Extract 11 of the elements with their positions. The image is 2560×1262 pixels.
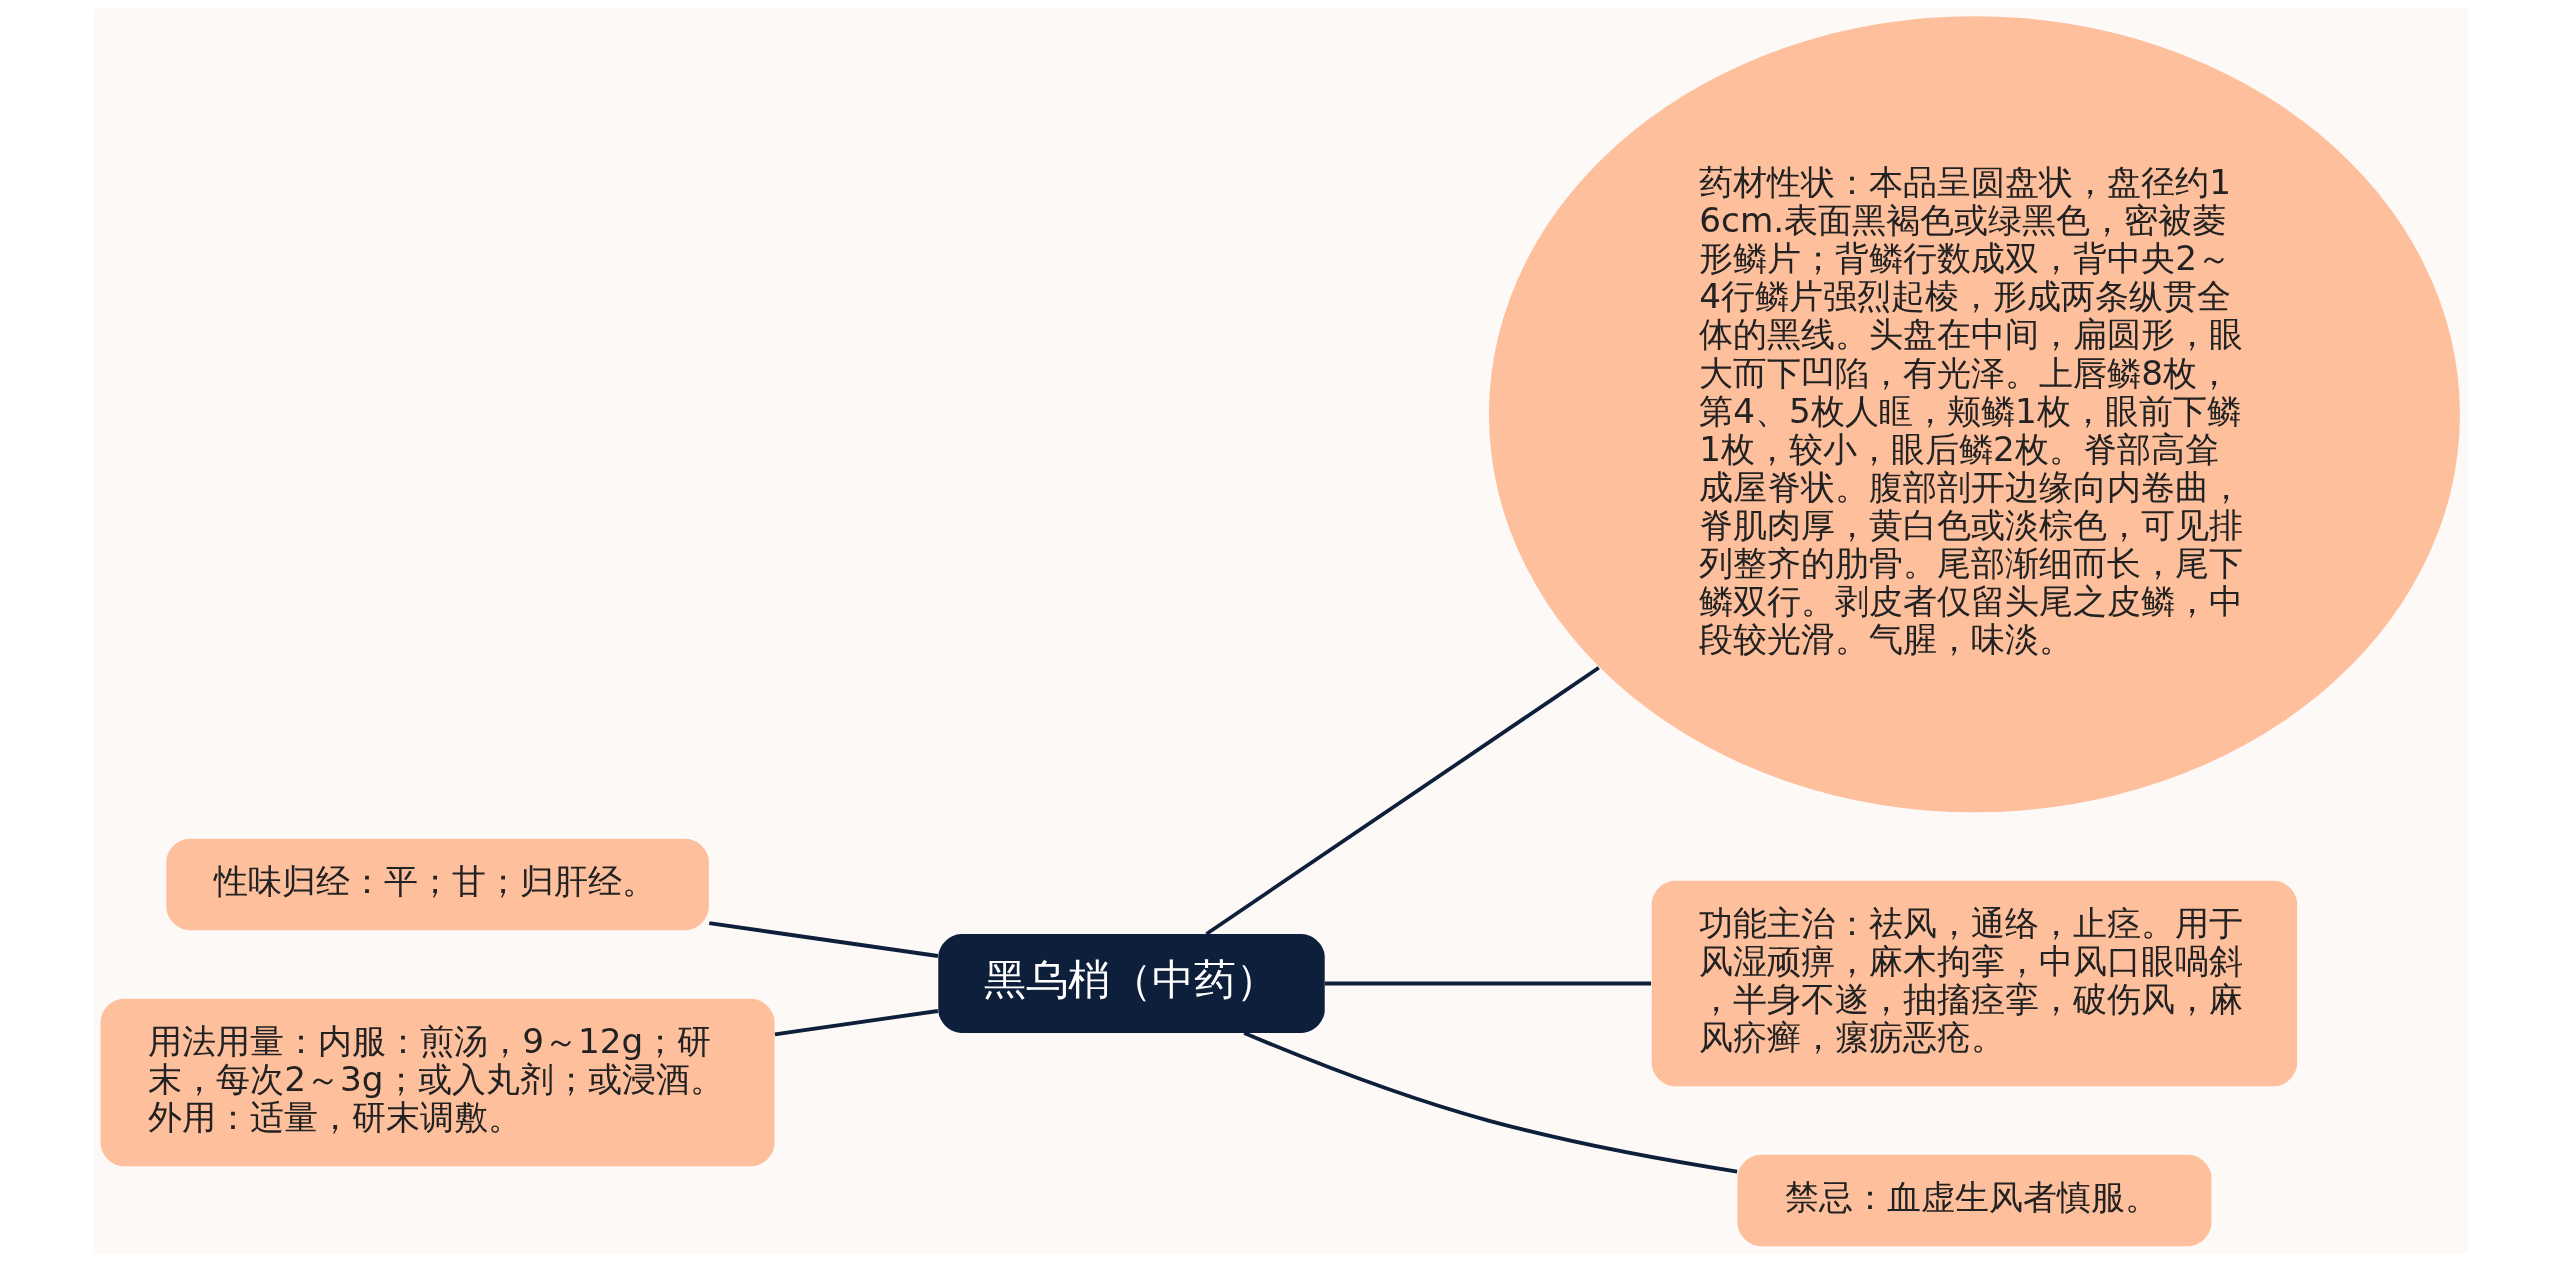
node-box: 禁忌：血虚生风者慎服。 xyxy=(1736,1154,2211,1247)
node-ellipse: 药材性状：本品呈圆盘状，盘径约16cm.表面黑褐色或绿黑色，密被菱形鳞片；背鳞行数成双，背中央2～4行鳞片强烈起棱，形成两条纵贯全体的黑线。头盘在中间，扁圆形，眼大而下凹陷，有光泽。上唇鳞8枚，第4、5枚人眶，颊鳞1枚，眼前下鳞1枚，较小，眼后鳞2枚。脊部高耸成屋脊状。腹部剖开边缘向内卷曲，脊肌肉厚，黄白色或淡棕色，可见排列整齐的肋骨。尾部渐细而长，尾下鳞双行。剥皮者仅留头尾之皮鳞，中段较光滑。气腥，味淡。 xyxy=(1488,16,2460,813)
connector xyxy=(708,921,938,958)
connector xyxy=(1242,1031,1737,1174)
connector xyxy=(1204,666,1600,936)
connector xyxy=(774,1009,938,1037)
node-box: 功能主治：祛风，通络，止痉。用于风湿顽痹，麻木拘挛，中风口眼喎斜，半身不遂，抽搐痉挛，破伤风，麻风疥癣，瘰疬恶疮。 xyxy=(1651,880,2297,1087)
connector xyxy=(1324,981,1651,986)
node-box: 用法用量：内服：煎汤，9～12g；研末，每次2～3g；或入丸剂；或浸酒。外用：适量，研末调敷。 xyxy=(100,998,775,1167)
node-box: 黑乌梢（中药） xyxy=(937,934,1325,1033)
node-box: 性味归经：平；甘；归肝经。 xyxy=(165,838,709,931)
